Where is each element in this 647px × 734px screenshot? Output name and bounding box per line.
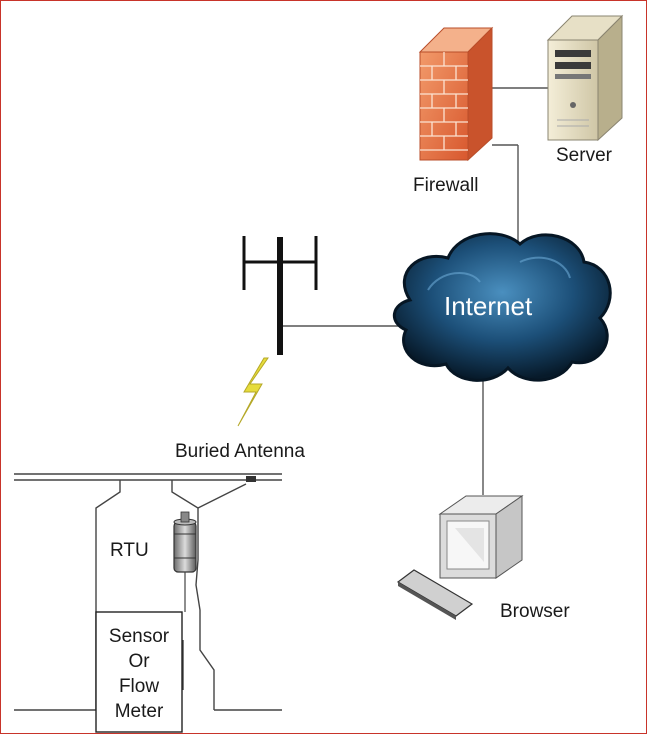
cloud-icon: [393, 232, 612, 382]
sensor-label-line2: Or: [128, 651, 150, 672]
computer-icon: [438, 495, 524, 579]
keyboard-icon: [396, 569, 474, 620]
server-label: Server: [556, 145, 613, 166]
firewall-icon: [418, 26, 494, 162]
buried-antenna-icon: [246, 476, 256, 482]
rtu-label: RTU: [110, 540, 149, 561]
connection-lines: [280, 87, 548, 495]
vault: [14, 473, 282, 711]
cell-tower-icon: [242, 236, 318, 355]
rtu-icon: [173, 511, 197, 612]
sensor-label-line3: Flow: [119, 676, 159, 697]
lightning-icon: [237, 357, 269, 427]
sensor-label-line4: Meter: [115, 701, 164, 722]
firewall-label: Firewall: [413, 175, 478, 196]
server-icon: [546, 14, 624, 142]
internet-label: Internet: [444, 291, 533, 321]
sensor-label-line1: Sensor: [109, 626, 170, 647]
sensor-box: [95, 611, 183, 733]
buried-antenna-label: Buried Antenna: [175, 441, 305, 462]
browser-label: Browser: [500, 601, 570, 622]
